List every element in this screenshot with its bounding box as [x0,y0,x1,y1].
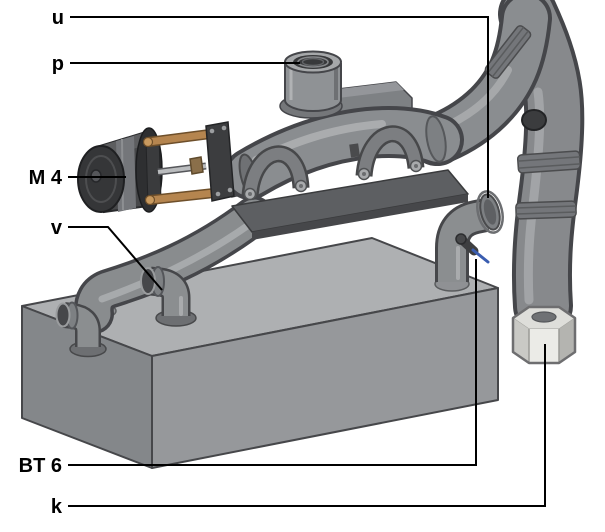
pipe-clamp-top [484,25,532,79]
inlet-pipe [73,196,274,334]
plate-screw [221,125,227,131]
leader-k [68,344,546,507]
clamp-band [484,25,532,79]
nut-pipe-stub [531,311,557,323]
flange-bolts [243,159,423,201]
plate-screw [209,128,215,134]
bolt-center [248,192,252,196]
union-ring-u [476,190,504,234]
callout-labels: u p M 4 v BT 6 k [19,7,64,518]
clamp-band [515,200,577,220]
leader-v [68,226,163,291]
port-thread-2 [301,57,325,67]
copper-rod-lower [146,189,218,204]
rod-nut-lower [144,194,156,206]
sensor-bt6 [455,233,490,264]
clamp-band [516,150,582,174]
bolt-center [362,172,366,176]
top-port-p [279,50,343,119]
heat-exchanger-block [21,237,499,469]
label-m4: M 4 [29,167,63,189]
pipe-clamp-mid [516,150,582,174]
bracket-edge [252,194,468,240]
bt6-sensor-pin [471,248,490,264]
elbow-front-mouth [55,302,71,328]
manifold-assembly [224,50,469,240]
riser-side-port [521,109,547,131]
pipe-clamp-lower [515,200,577,220]
clamp-ribs [487,26,529,78]
union-nut-k [511,305,577,365]
leader-bt6 [68,259,477,466]
elbow-v-mouth [140,267,156,295]
block-front-face [151,287,499,469]
motor-m4 [77,121,235,214]
valve-housing-top [330,82,404,98]
label-bt6: BT 6 [19,455,62,477]
leader-lines [68,16,546,507]
ring-center [483,199,497,225]
inlet-highlight [98,220,254,303]
bolt-center [414,164,418,168]
mount-plate [205,121,235,202]
rod-nut-upper [142,136,154,148]
saddle-left [244,147,307,197]
label-p: p [52,53,64,75]
saddle-right [358,127,422,177]
port-body [284,63,342,112]
clamp-ribs [515,205,577,215]
clamp-ribs [517,156,581,169]
valve-tab [349,143,360,158]
motor-face-ring [85,155,117,203]
shaft-coupling [189,156,204,175]
nut-facet-right [559,318,575,363]
elbow-front [55,301,107,358]
elbow-v [140,266,197,327]
bolt-center [299,184,303,188]
elbow-u-bt6 [435,190,504,282]
nut-facet-left [513,318,529,363]
plate-screw [215,191,221,197]
ring-outer-rib [476,190,504,234]
label-k: k [51,496,63,518]
label-u: u [52,7,64,29]
nut-outline [511,305,577,365]
nut-facet-edges [528,329,560,363]
manifold-right-ring [425,115,447,163]
plate-screw [227,187,233,193]
label-v: v [51,217,63,239]
elbow-u-body [438,201,489,282]
inlet-body [77,199,271,331]
copper-rod-upper [144,130,214,146]
leader-u [70,16,489,198]
sensor-cap [455,233,467,245]
